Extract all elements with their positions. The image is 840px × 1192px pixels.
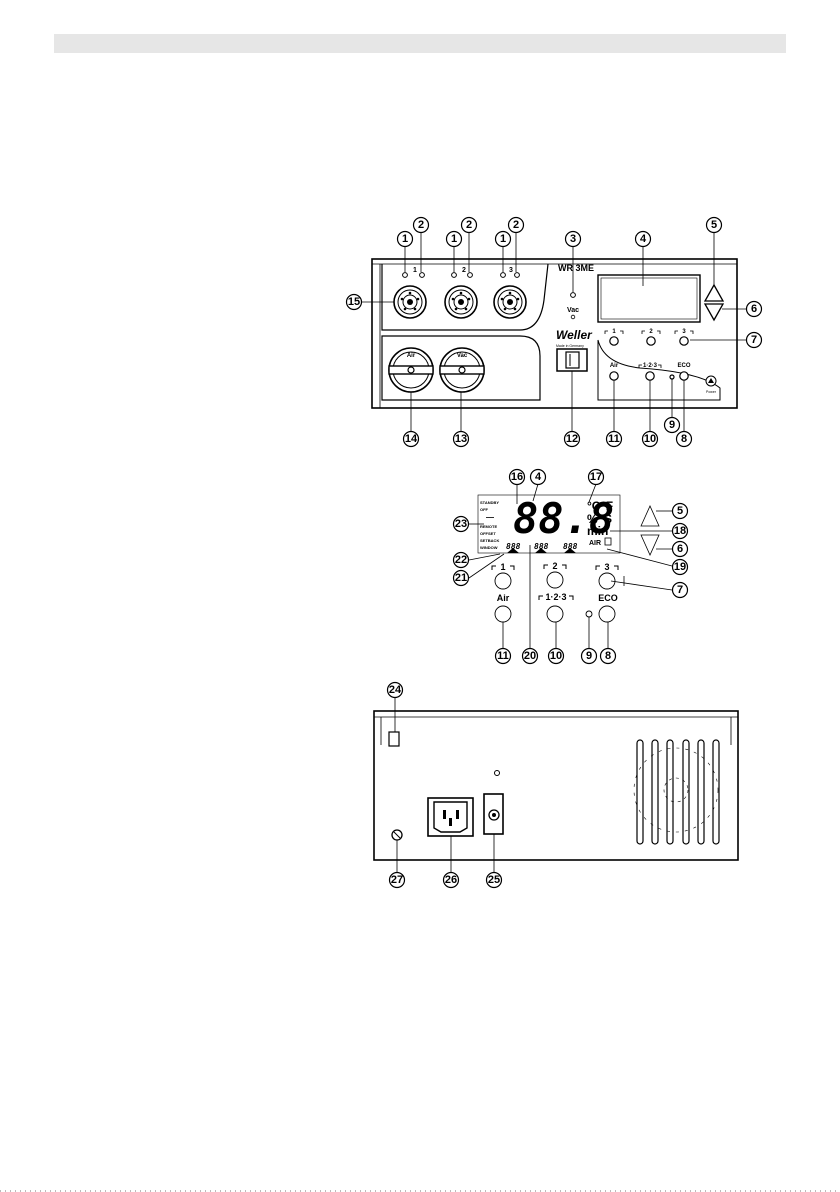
fuse-screw: [495, 771, 500, 776]
key-3-close-label: 3: [604, 562, 609, 572]
callout-13: 13: [455, 433, 467, 445]
eco-key-label: ECO: [677, 363, 690, 369]
callout-3: 3: [570, 233, 576, 245]
eco-key-close-label: ECO: [598, 593, 618, 603]
jack-label-2: 2: [462, 267, 466, 274]
callout-4b: 4: [535, 471, 542, 483]
jack-label-3: 3: [509, 267, 513, 274]
callout-23: 23: [455, 518, 467, 530]
mode-setback: SETBACK: [480, 538, 499, 543]
air-key[interactable]: [610, 372, 618, 380]
mode-off: OFF: [480, 507, 489, 512]
callout-10: 10: [644, 433, 656, 445]
lock-icon: [605, 538, 611, 545]
front-panel: 1 2 3 Air Vac WR 3ME Vac Weller Made in …: [372, 259, 737, 408]
air-indicator: AIR: [589, 540, 601, 547]
callout-9: 9: [669, 419, 675, 431]
callout-25: 25: [488, 874, 500, 886]
jack-label-1: 1: [413, 267, 417, 274]
callout-2c: 2: [513, 219, 519, 231]
mode-dash: —: [486, 513, 494, 522]
air-key-close-label: Air: [497, 593, 510, 603]
eco-led-close: [586, 611, 592, 617]
callout-21: 21: [455, 572, 467, 584]
air-key-close[interactable]: [495, 606, 511, 622]
callout-1c: 1: [500, 233, 506, 245]
callout-6: 6: [751, 303, 757, 315]
eco-key[interactable]: [680, 372, 688, 380]
callout-5b: 5: [677, 505, 683, 517]
callout-16: 16: [511, 471, 523, 483]
socket-2[interactable]: [445, 286, 477, 318]
down-key-icon[interactable]: [641, 535, 659, 555]
callout-15: 15: [348, 296, 360, 308]
callout-27: 27: [391, 874, 403, 886]
key-3[interactable]: [680, 337, 688, 345]
key-2-close[interactable]: [547, 572, 563, 588]
mode-offset: OFFSET: [480, 531, 496, 536]
model-label: WR 3ME: [558, 263, 594, 273]
callout-12: 12: [566, 433, 578, 445]
mode-remote: REMOTE: [480, 524, 497, 529]
unit-minutes: min: [587, 524, 608, 538]
key-123-label: 1·2·3: [643, 363, 658, 369]
up-key-icon[interactable]: [641, 506, 659, 526]
key-1-close[interactable]: [495, 573, 511, 589]
key-123-close-label: 1·2·3: [545, 592, 566, 602]
callout-11: 11: [608, 433, 620, 445]
callout-18: 18: [674, 525, 686, 537]
callout-2b: 2: [466, 219, 472, 231]
display-panel: 88.8 °C °F % S min AIR STANDBY OFF — REM…: [478, 494, 659, 622]
brand-logo: Weller: [556, 328, 593, 342]
callout-10b: 10: [550, 650, 562, 662]
air-key-label: Air: [610, 363, 619, 369]
callout-26: 26: [445, 874, 457, 886]
mode-window: WINDOW: [480, 545, 498, 550]
callout-7b: 7: [677, 584, 683, 596]
equipotential-socket[interactable]: [389, 732, 399, 746]
eco-key-close[interactable]: [599, 606, 615, 622]
unit-fahrenheit: °F: [601, 499, 613, 513]
key-1[interactable]: [610, 337, 618, 345]
rear-panel: [374, 711, 738, 860]
callout-2: 2: [418, 219, 424, 231]
callout-8: 8: [681, 433, 687, 445]
callout-20: 20: [524, 650, 536, 662]
vac-label: Vac: [567, 307, 579, 314]
callout-11b: 11: [497, 650, 509, 662]
mode-standby: STANDBY: [480, 500, 499, 505]
key-1-close-label: 1: [500, 562, 505, 572]
callout-1: 1: [402, 233, 408, 245]
callout-24: 24: [389, 684, 402, 696]
callout-8b: 8: [605, 650, 611, 662]
key-123[interactable]: [646, 372, 654, 380]
lcd-window: [598, 275, 700, 322]
callout-7: 7: [751, 334, 757, 346]
callout-19: 19: [674, 561, 686, 573]
brand-sub: Made in Germany: [556, 344, 584, 348]
eco-led: [670, 375, 674, 379]
callout-14: 14: [405, 433, 418, 445]
footer-icon-label: Power: [706, 390, 717, 394]
callout-4: 4: [640, 233, 647, 245]
callout-17: 17: [590, 471, 602, 483]
key-123-close[interactable]: [547, 606, 563, 622]
socket-3[interactable]: [494, 286, 526, 318]
callout-1b: 1: [451, 233, 457, 245]
vac-led: [571, 293, 576, 298]
vac-knob-label: Vac: [457, 353, 468, 359]
callout-9b: 9: [586, 650, 592, 662]
callout-5: 5: [711, 219, 717, 231]
callout-6b: 6: [677, 543, 683, 555]
key-2[interactable]: [647, 337, 655, 345]
socket-1[interactable]: [394, 286, 426, 318]
key-2-close-label: 2: [552, 561, 557, 571]
air-knob-label: Air: [407, 353, 416, 359]
callout-22: 22: [455, 554, 467, 566]
